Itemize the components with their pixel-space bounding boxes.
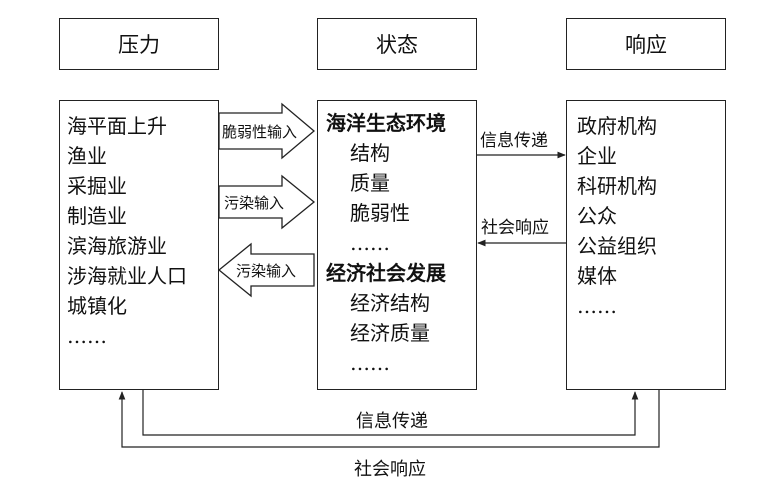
bottom-info-transfer-line [142,390,639,436]
pressure-item: 采掘业 [67,174,127,198]
response-box: 政府机构 企业 科研机构 公众 公益组织 媒体 …… [566,100,726,390]
response-item: 公众 [577,204,617,228]
state-group2-title: 经济社会发展 [326,261,446,285]
pressure-box: 海平面上升 渔业 采掘业 制造业 滨海旅游业 涉海就业人口 城镇化 …… [59,100,219,390]
response-item: 科研机构 [577,174,657,198]
state-group1-item: 脆弱性 [350,201,410,225]
pressure-item: 制造业 [67,204,127,228]
pollution-input-left-label: 污染输入 [236,262,296,280]
response-item: …… [577,294,617,318]
pressure-item: …… [67,324,107,348]
bottom-info-transfer-label: 信息传递 [356,411,428,432]
state-group1-item: …… [350,231,390,255]
pressure-item: 渔业 [67,144,107,168]
pressure-header-label: 压力 [118,33,160,57]
pressure-header: 压力 [59,18,219,70]
bottom-social-response-line [118,390,660,448]
info-transfer-label: 信息传递 [480,131,548,151]
state-header-label: 状态 [376,33,418,57]
response-header-label: 响应 [625,33,667,57]
response-header: 响应 [566,18,726,70]
pressure-item: 海平面上升 [67,114,167,138]
state-group2-item: …… [350,351,390,375]
state-box: 海洋生态环境 结构 质量 脆弱性 …… 经济社会发展 经济结构 经济质量 …… [317,100,477,390]
state-header: 状态 [317,18,477,70]
state-group1-title: 海洋生态环境 [326,111,446,135]
pressure-item: 城镇化 [67,294,127,318]
pollution-input-left-arrow [217,242,315,298]
state-group1-item: 结构 [350,141,390,165]
response-item: 企业 [577,144,617,168]
pressure-item: 涉海就业人口 [67,264,187,288]
state-group2-item: 经济结构 [350,291,430,315]
response-item: 媒体 [577,264,617,288]
fragility-input-arrow [218,102,316,160]
state-group1-item: 质量 [350,171,390,195]
pressure-item: 滨海旅游业 [67,234,167,258]
pollution-input-right-arrow [218,174,316,230]
pollution-input-right-label: 污染输入 [224,194,284,212]
state-group2-item: 经济质量 [350,321,430,345]
bottom-social-response-label: 社会响应 [354,459,426,480]
response-item: 公益组织 [577,234,657,258]
fragility-input-label: 脆弱性输入 [222,123,297,141]
social-response-label: 社会响应 [481,218,549,238]
response-item: 政府机构 [577,114,657,138]
